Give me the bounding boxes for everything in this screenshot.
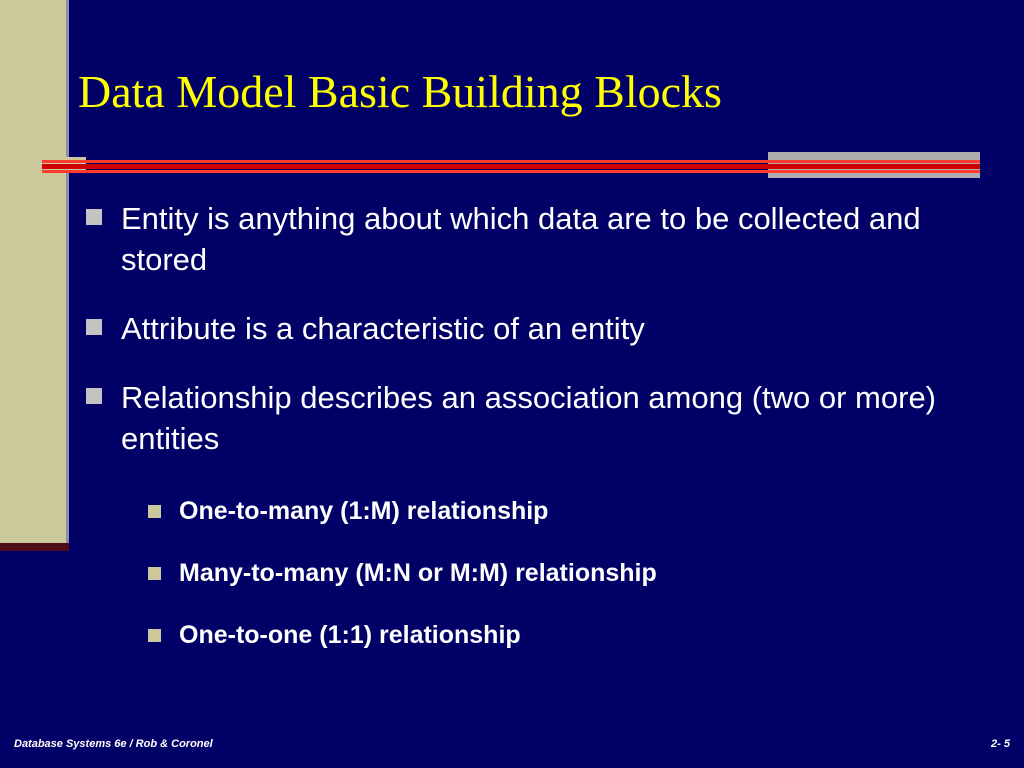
bullet-item: Relationship describes an association am… bbox=[86, 377, 986, 459]
square-bullet-icon bbox=[148, 505, 161, 518]
bullet-text: Attribute is a characteristic of an enti… bbox=[121, 311, 645, 346]
sub-bullet-item: One-to-one (1:1) relationship bbox=[148, 619, 986, 652]
sub-bullet-list: One-to-many (1:M) relationship Many-to-m… bbox=[148, 495, 986, 652]
divider-stripe-bottom-overlay bbox=[42, 170, 980, 173]
footer-page-number: 2- 5 bbox=[991, 738, 1010, 750]
sub-bullet-item: One-to-many (1:M) relationship bbox=[148, 495, 986, 528]
divider-stripe-middle-overlay bbox=[42, 164, 980, 169]
square-bullet-icon bbox=[86, 319, 102, 335]
bullet-item: Attribute is a characteristic of an enti… bbox=[86, 308, 986, 349]
sub-bullet-text: One-to-many (1:M) relationship bbox=[179, 497, 549, 525]
bullet-item: Entity is anything about which data are … bbox=[86, 198, 986, 280]
divider-stripe-top-overlay bbox=[42, 160, 980, 163]
left-band-foot-accent bbox=[0, 543, 69, 551]
slide-title: Data Model Basic Building Blocks bbox=[78, 66, 722, 117]
bullet-text: Entity is anything about which data are … bbox=[121, 201, 921, 277]
sub-bullet-item: Many-to-many (M:N or M:M) relationship bbox=[148, 557, 986, 590]
left-decorative-band bbox=[0, 0, 66, 543]
square-bullet-icon bbox=[86, 209, 102, 225]
square-bullet-icon bbox=[148, 629, 161, 642]
left-band-edge-line bbox=[66, 0, 69, 543]
square-bullet-icon bbox=[148, 567, 161, 580]
title-divider-rule bbox=[42, 152, 980, 178]
sub-bullet-text: Many-to-many (M:N or M:M) relationship bbox=[179, 559, 657, 587]
slide-body: Entity is anything about which data are … bbox=[86, 198, 986, 681]
sub-bullet-text: One-to-one (1:1) relationship bbox=[179, 621, 521, 649]
square-bullet-icon bbox=[86, 388, 102, 404]
footer-source-text: Database Systems 6e / Rob & Coronel bbox=[14, 738, 213, 750]
bullet-text: Relationship describes an association am… bbox=[121, 380, 937, 456]
